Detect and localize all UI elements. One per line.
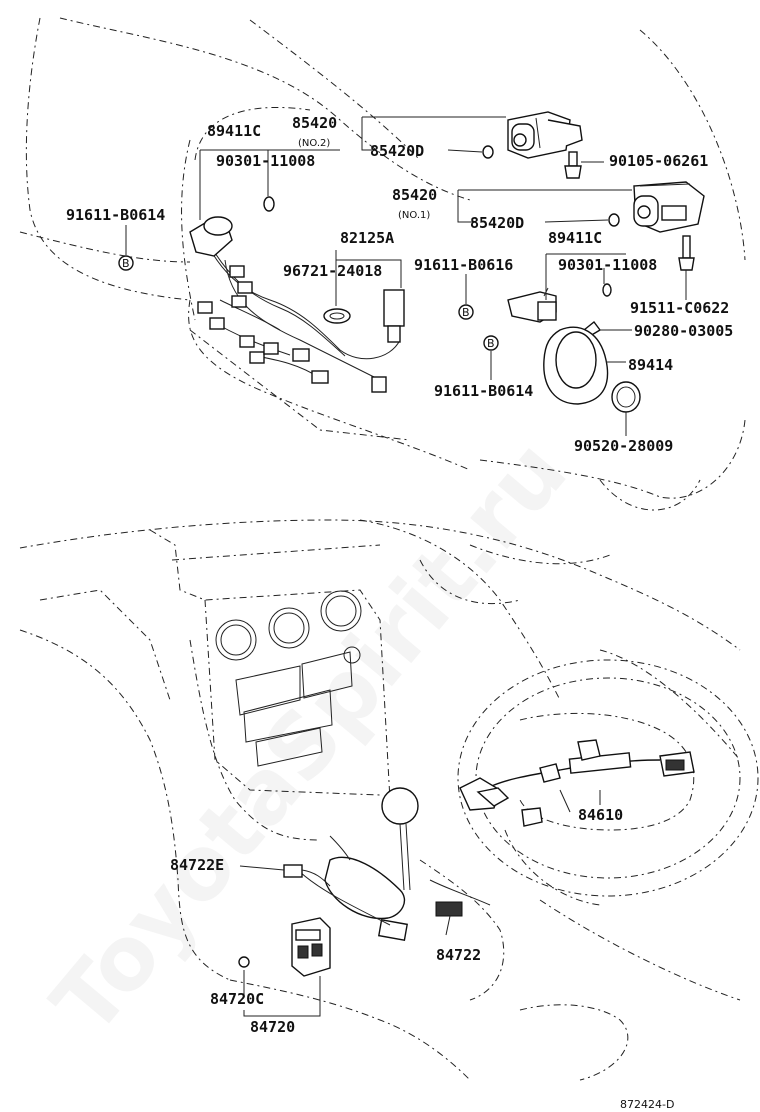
bolt-marker-lower: B <box>483 335 499 351</box>
label-91511-C0622: 91511-C0622 <box>630 299 729 317</box>
label-85420D-no2: 85420D <box>370 142 424 160</box>
label-85420-no2: 85420 <box>292 114 337 132</box>
switch-84720 <box>291 917 331 977</box>
bolt-91511 <box>678 235 695 300</box>
label-91611-B0614-left: 91611-B0614 <box>66 206 165 224</box>
label-84610: 84610 <box>578 806 623 824</box>
cable-84610 <box>459 739 695 827</box>
svg-text:B: B <box>462 306 470 319</box>
bolt-marker-mid: B <box>458 304 474 320</box>
bolt-90105 <box>564 151 604 179</box>
dashboard-outline <box>19 519 741 1081</box>
dashboard-controls <box>215 590 362 767</box>
label-89411C-right: 89411C <box>548 229 602 247</box>
label-90520-28009: 90520-28009 <box>574 437 673 455</box>
shift-knob <box>381 787 419 891</box>
svg-text:B: B <box>122 257 130 270</box>
label-82125A: 82125A <box>340 229 394 247</box>
leader-lines-top <box>125 116 632 436</box>
seal-90301-right <box>602 283 612 297</box>
label-90280-03005: 90280-03005 <box>634 322 733 340</box>
figure-code: 872424-D <box>620 1098 674 1111</box>
label-90301-11008-top: 90301-11008 <box>216 152 315 170</box>
label-84720: 84720 <box>250 1018 295 1036</box>
label-89414: 89414 <box>628 356 673 374</box>
sensor-89411C-right <box>507 287 557 323</box>
sensor-89414 <box>543 326 609 405</box>
seal-85420D-no2 <box>482 145 494 159</box>
connector-84720C <box>238 956 250 968</box>
bolt-marker-left: B <box>118 255 134 271</box>
label-90105-06261: 90105-06261 <box>609 152 708 170</box>
grommet-96721 <box>323 308 351 324</box>
label-no1: (NO.1) <box>398 210 430 221</box>
leader-lines-bottom <box>239 790 601 1017</box>
label-91611-B0616: 91611-B0616 <box>414 256 513 274</box>
label-84720C: 84720C <box>210 990 264 1008</box>
steering-wheel <box>457 659 759 906</box>
label-90301-11008-right: 90301-11008 <box>558 256 657 274</box>
connector-84722E <box>283 864 331 887</box>
actuator-no2 <box>507 111 583 159</box>
actuator-no1 <box>633 181 705 233</box>
top-assembly-outline <box>19 17 746 511</box>
label-85420D-no1: 85420D <box>470 214 524 232</box>
label-89411C-top: 89411C <box>207 122 261 140</box>
label-84722: 84722 <box>436 946 481 964</box>
wire-harness <box>189 216 405 393</box>
label-96721-24018: 96721-24018 <box>283 262 382 280</box>
label-85420-no1: 85420 <box>392 186 437 204</box>
label-no2: (NO.2) <box>298 138 330 149</box>
seal-90301-top <box>263 196 275 212</box>
seal-85420D-no1 <box>608 213 620 227</box>
label-91611-B0614-lower: 91611-B0614 <box>434 382 533 400</box>
svg-text:B: B <box>487 337 495 350</box>
console-switch-84722 <box>299 835 491 941</box>
label-84722E: 84722E <box>170 856 224 874</box>
